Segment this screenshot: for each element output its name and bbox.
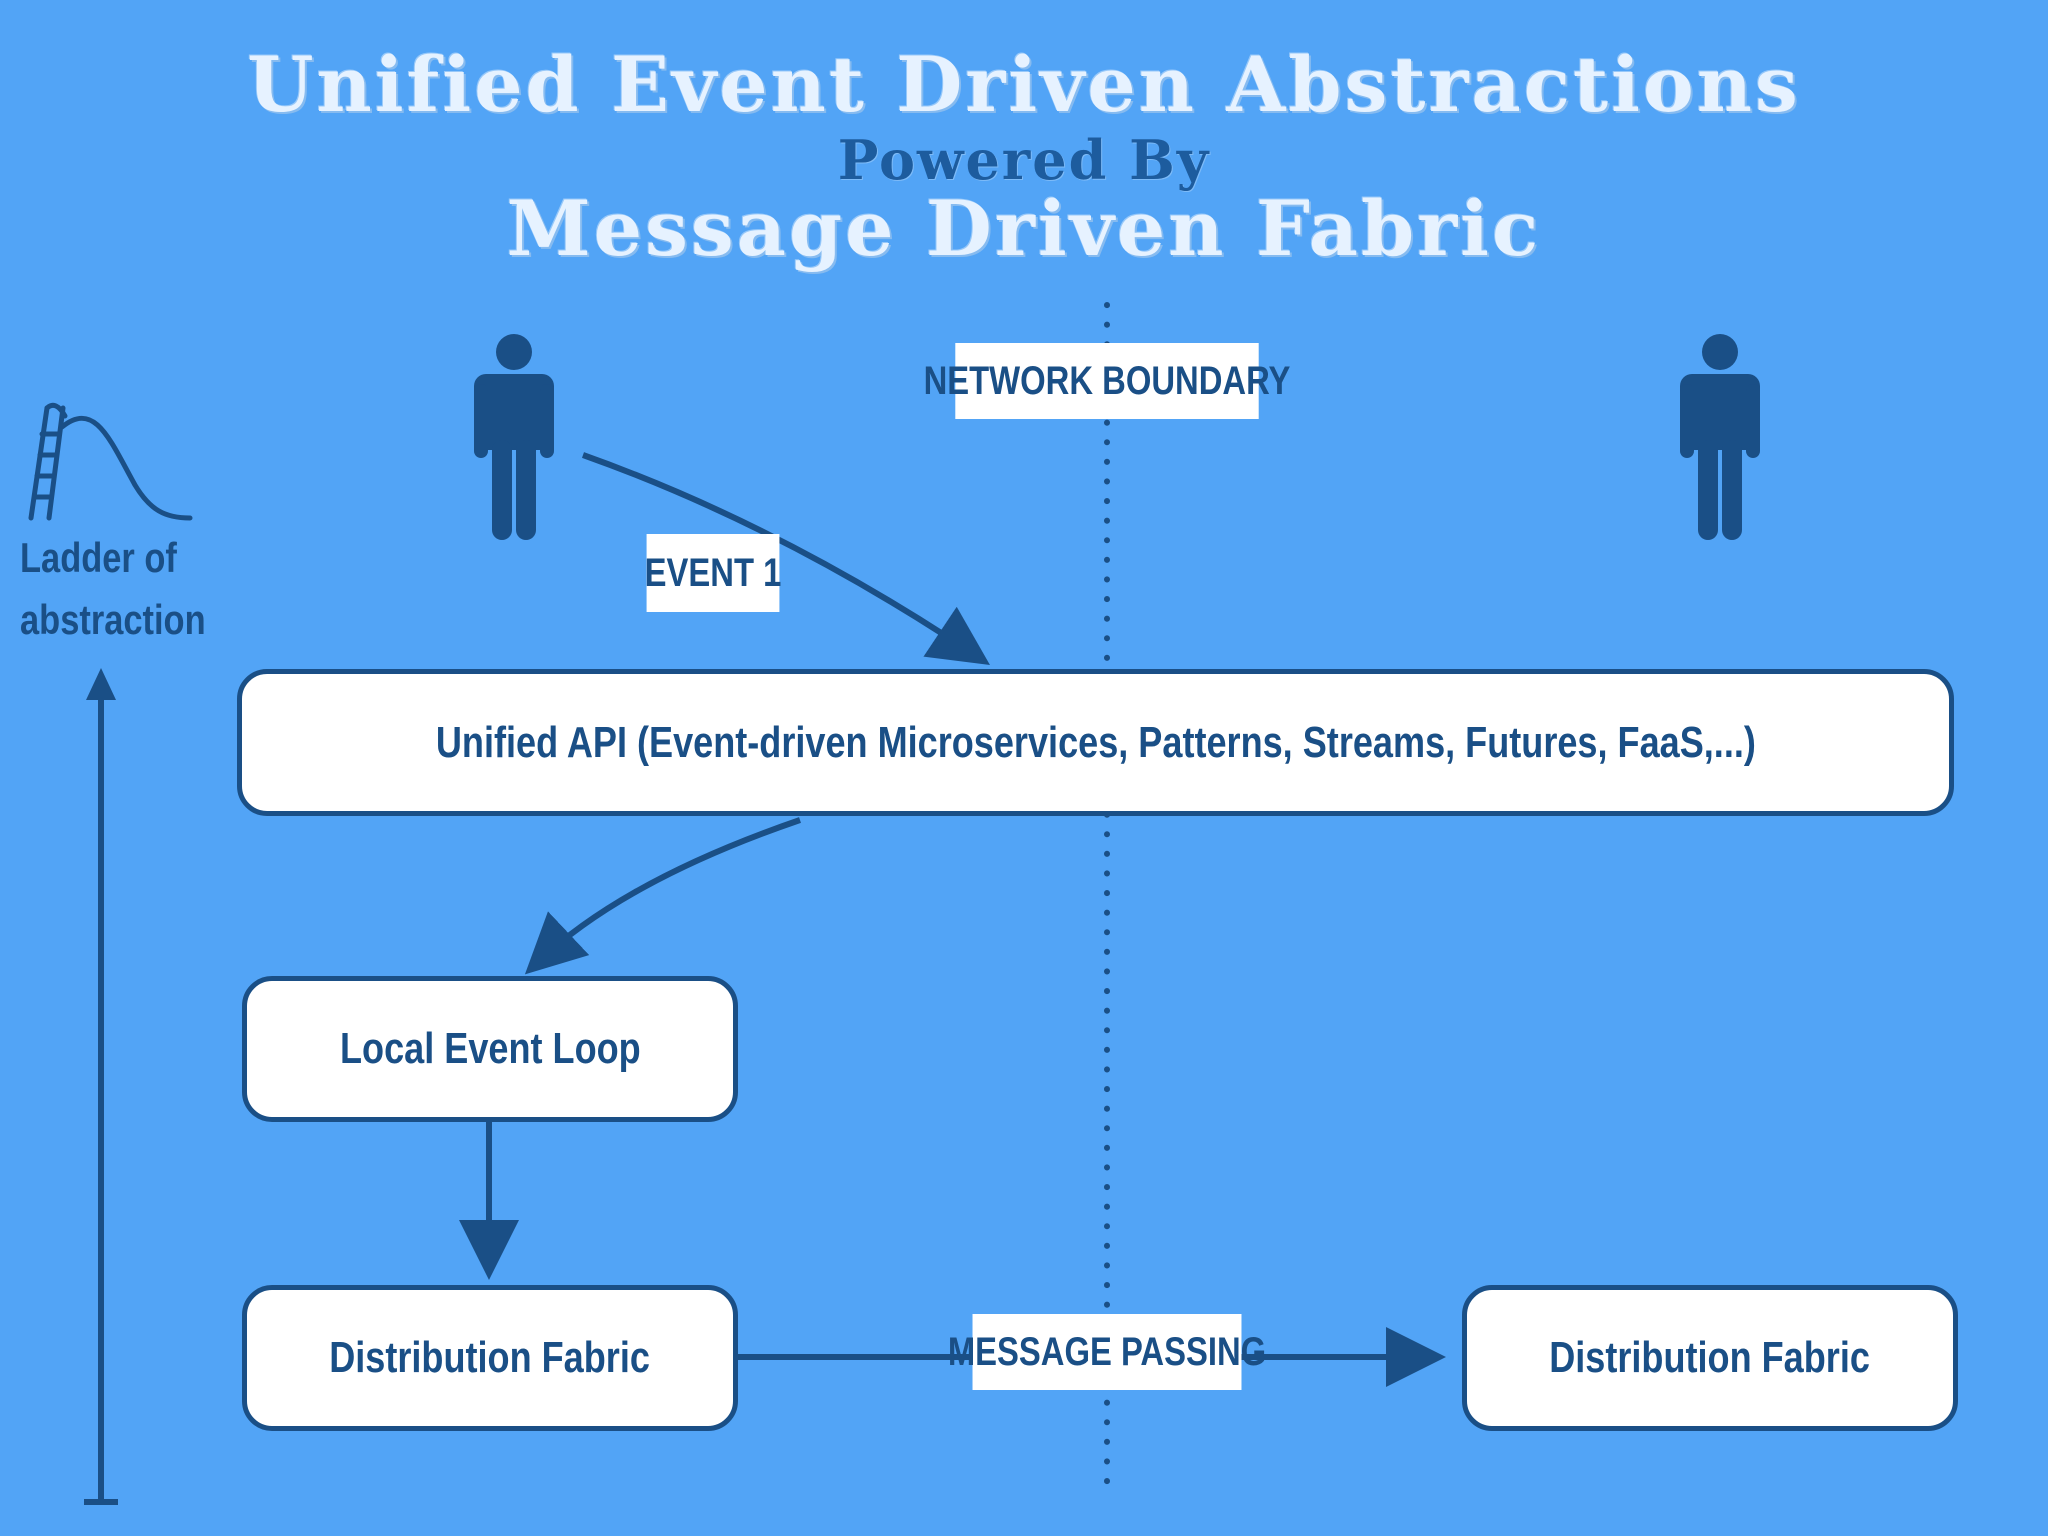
event-arrow (581, 452, 990, 665)
title-line-1: Unified Event Driven Abstractions (247, 40, 1801, 129)
event-1-label: EVENT 1 (645, 534, 781, 612)
message-passing-label: MESSAGE PASSING (948, 1314, 1266, 1390)
distribution-fabric-right-box: Distribution Fabric (1462, 1285, 1958, 1431)
api-to-loop-arrow (524, 817, 801, 975)
local-event-loop-box: Local Event Loop (242, 976, 738, 1122)
distribution-fabric-left-box: Distribution Fabric (242, 1285, 738, 1431)
network-boundary-label: NETWORK BOUNDARY (924, 343, 1290, 419)
title-line-2: Powered By (837, 128, 1211, 192)
unified-api-label: Unified API (Event-driven Microservices,… (435, 717, 1756, 767)
person-icon (474, 334, 554, 540)
ladder-axis-arrowhead (86, 668, 116, 700)
slide-icon (28, 402, 193, 521)
ladder-label-line-1: Ladder of (20, 534, 177, 581)
ladder-label-line-2: abstraction (20, 596, 206, 643)
distribution-fabric-right-label: Distribution Fabric (1549, 1333, 1871, 1382)
person-icon (1680, 334, 1760, 540)
title-line-3: Message Driven Fabric (506, 184, 1542, 273)
local-event-loop-label: Local Event Loop (339, 1024, 641, 1073)
unified-api-box: Unified API (Event-driven Microservices,… (237, 669, 1954, 816)
distribution-fabric-left-label: Distribution Fabric (329, 1333, 651, 1382)
